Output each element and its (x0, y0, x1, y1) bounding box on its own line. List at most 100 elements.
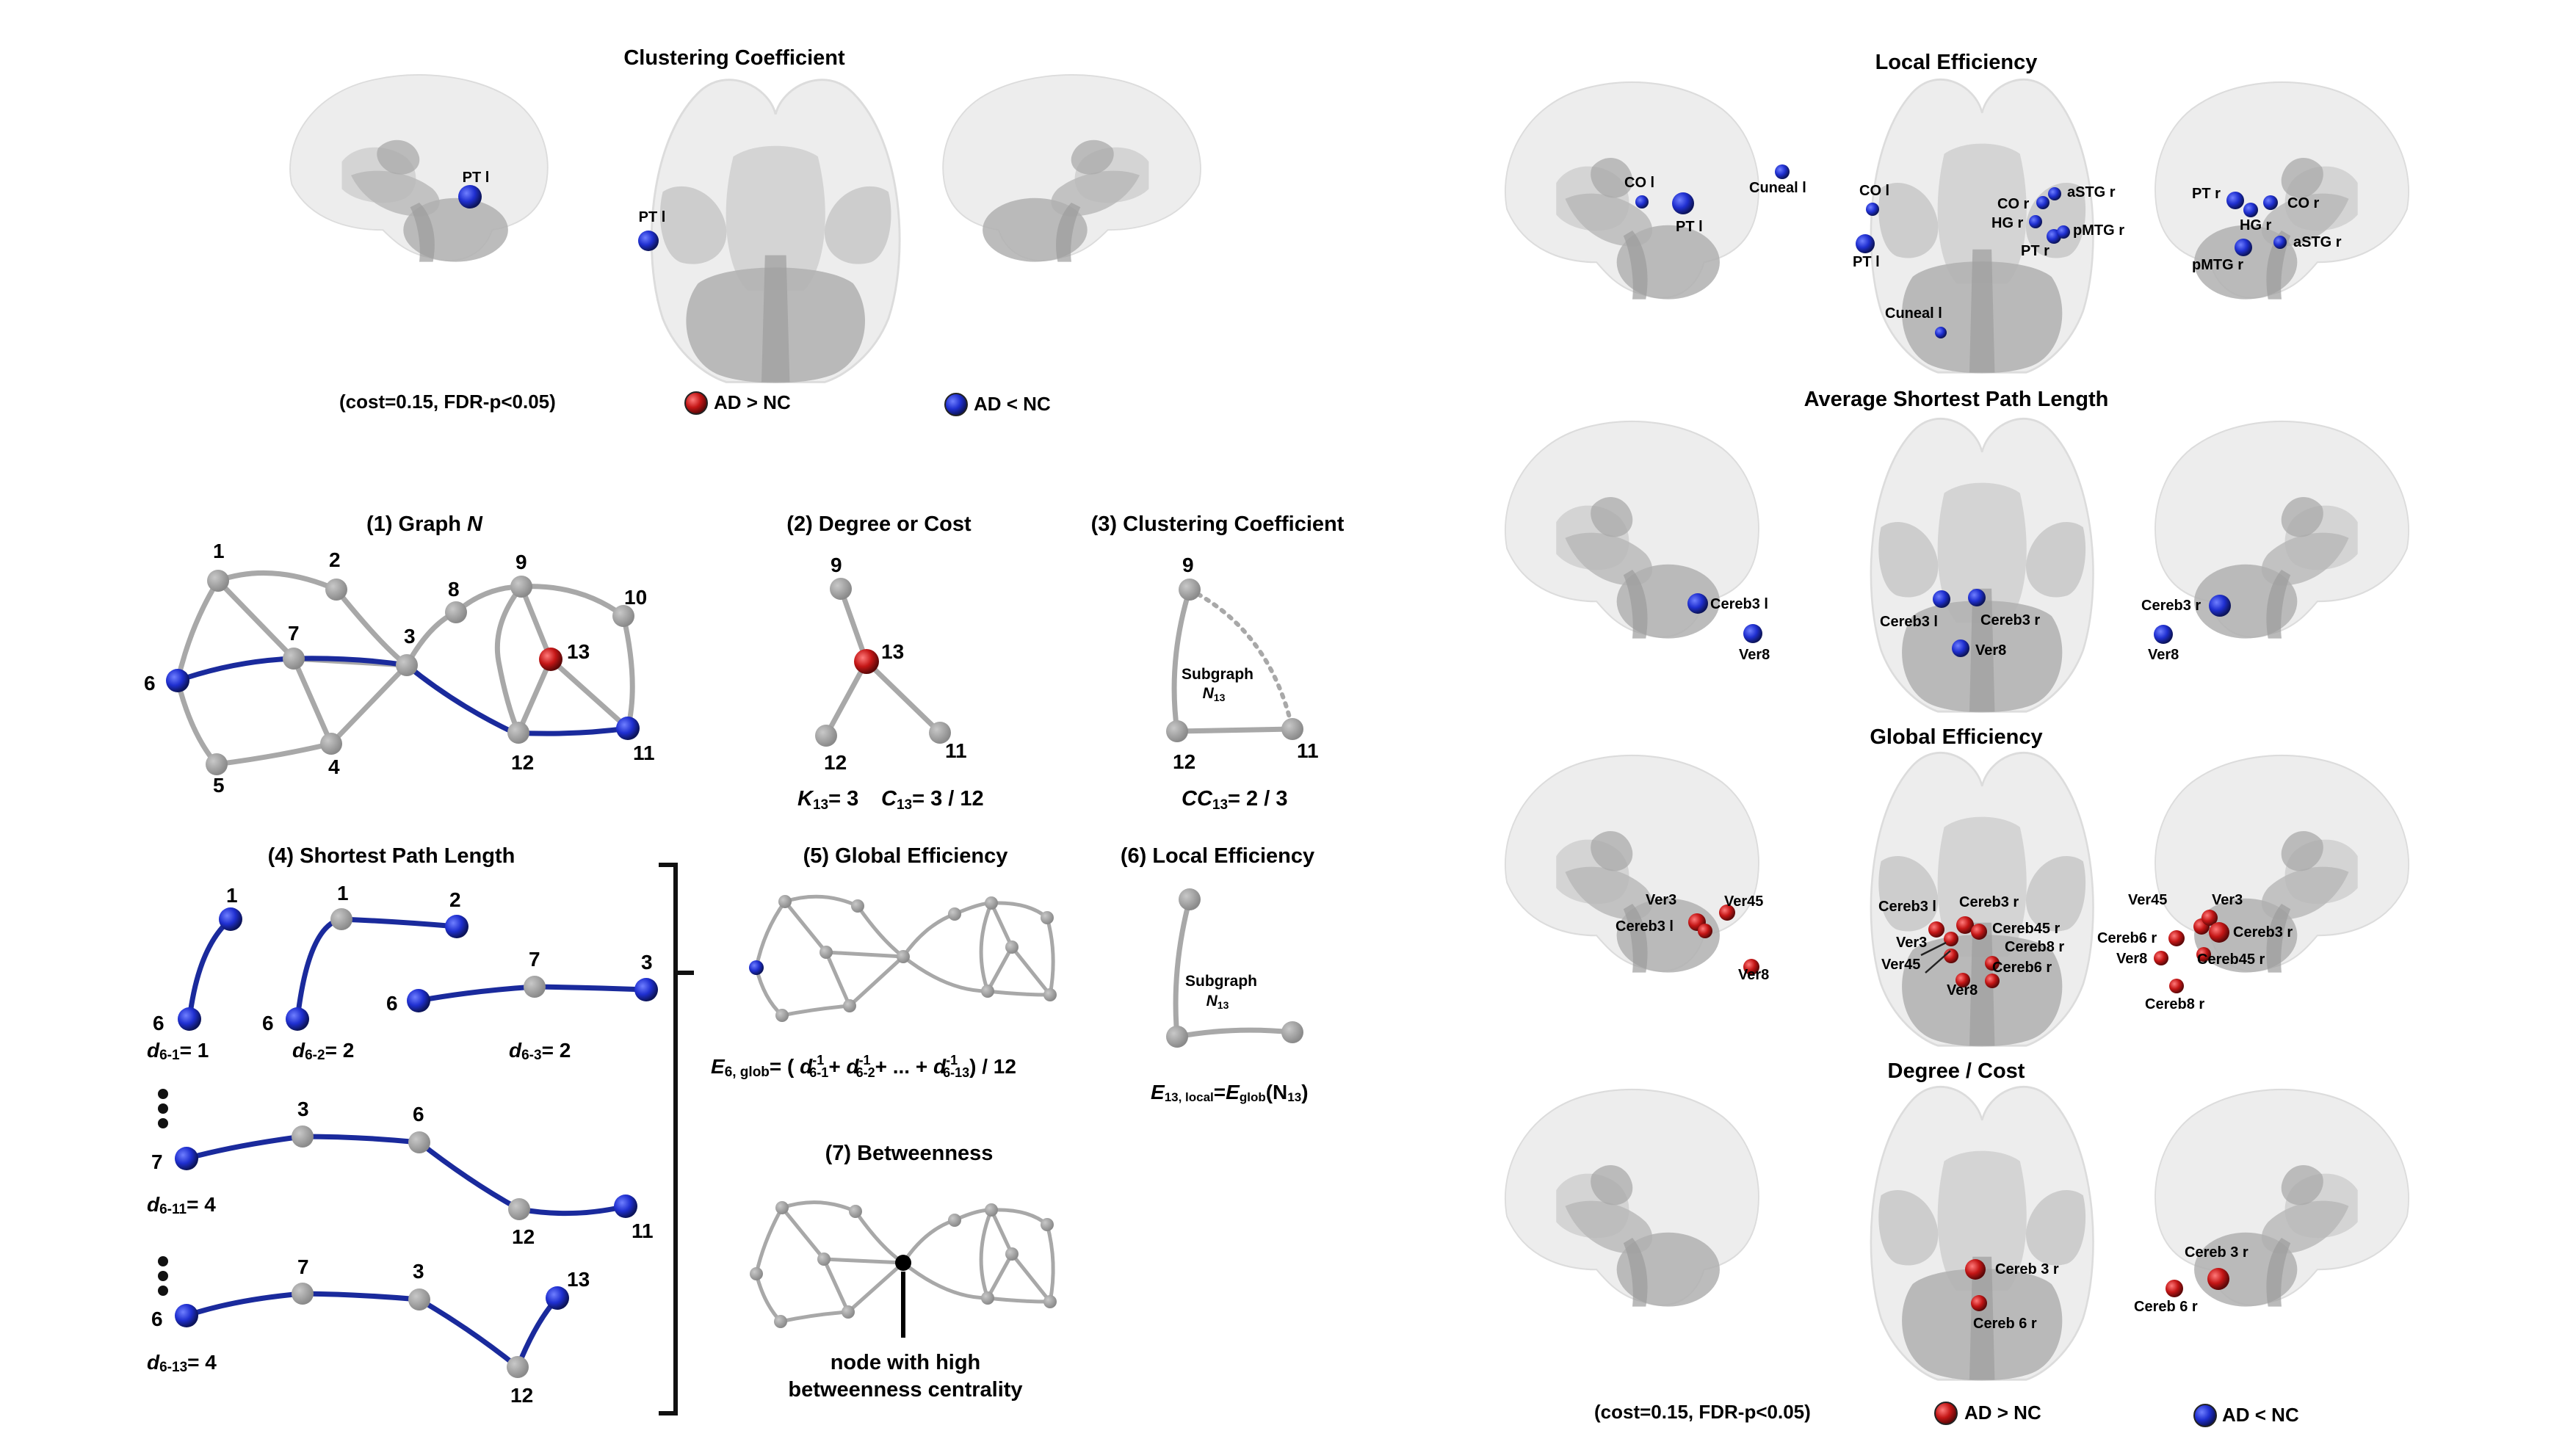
p2-node-13 (854, 649, 879, 674)
p1-label: 2 (329, 548, 341, 571)
p2-c-formula: C13= 3 / 12 (881, 787, 984, 813)
p4-node (219, 907, 242, 931)
p6-formula: E13, local=Eglob(N13) (1151, 1081, 1309, 1104)
aspl-label: Cereb3 l (1880, 614, 1938, 630)
ge-title: Global Efficiency (1870, 725, 2042, 749)
p4-node (507, 1356, 529, 1378)
p4-d-6-3: d6-3= 2 (509, 1039, 571, 1063)
p4-d-6-13: d6-13= 4 (147, 1351, 217, 1375)
p1-node-3 (396, 654, 418, 676)
p2-edge (838, 586, 869, 664)
p4-ellipsis-2 (158, 1256, 168, 1296)
aspl-label: Ver8 (2148, 647, 2179, 663)
p3-label: 12 (1173, 750, 1195, 773)
p1-label: 13 (567, 640, 590, 663)
p7-node (817, 1253, 831, 1266)
p2-label: 12 (824, 751, 847, 774)
ge-node (1944, 949, 1958, 963)
p2-edge (823, 659, 869, 739)
le-label: Cuneal l (1885, 305, 1942, 322)
p4-label: 12 (512, 1225, 535, 1248)
p7-nodes (750, 1201, 1057, 1328)
p4-label: 6 (262, 1012, 274, 1034)
p1-node-2 (325, 579, 347, 601)
le-label: CO l (1624, 175, 1654, 191)
ge-leader-lines (1920, 941, 1951, 974)
p3-label: 9 (1182, 554, 1194, 576)
p4-node (292, 1283, 314, 1305)
p4-node-labels: 1 6 1 2 6 7 3 6 7 3 6 12 11 7 3 6 12 13 (151, 882, 654, 1407)
aspl-brain-coronal (1870, 417, 2094, 714)
ellipsis-dot (158, 1271, 168, 1281)
ge-node (1956, 916, 1974, 934)
ge-node (1698, 924, 1712, 938)
cc-brain-lateral-left (289, 74, 549, 263)
ge-label: Cereb6 r (1992, 960, 2052, 976)
p2-edges (823, 586, 943, 739)
p1-title: (1) Graph N (366, 512, 483, 536)
p4-d-6-1: d6-1= 1 (147, 1039, 209, 1063)
p1-label: 7 (288, 622, 300, 645)
le-label: PT l (1676, 219, 1703, 235)
le-node (2263, 195, 2278, 210)
p7-node (1041, 1218, 1054, 1231)
ge-label: Cereb8 r (2145, 996, 2204, 1012)
p1-label: 12 (511, 751, 534, 774)
p7-hub-node (895, 1255, 911, 1271)
p4-node (508, 1198, 530, 1220)
dc-brain-lateral-right (2154, 1088, 2410, 1308)
cc-legend-blue-marker (944, 393, 968, 416)
p6-subgraph-n: N13 (1206, 993, 1229, 1011)
p7-node (775, 1201, 789, 1214)
p4-node (408, 1131, 430, 1153)
p1-label: 6 (144, 672, 156, 695)
p6-edge-b (1174, 1027, 1295, 1040)
p1-label: 9 (515, 551, 527, 573)
p4-label: 7 (151, 1150, 163, 1173)
ge-label: Cereb3 l (1878, 899, 1936, 915)
ge-label: Ver3 (1896, 935, 1927, 951)
p4-path-6-2 (294, 916, 460, 1022)
p4-label: 7 (297, 1255, 309, 1278)
p5-node (843, 999, 856, 1012)
p4-ellipsis-1 (158, 1089, 168, 1128)
dc-label: Cereb 6 r (2134, 1299, 2198, 1315)
ge-label: Cereb8 r (2005, 939, 2064, 955)
p4-label: 13 (567, 1268, 590, 1291)
p1-node-9 (510, 576, 532, 598)
p4-label: 7 (529, 948, 540, 971)
cc-legend-red-marker (684, 391, 708, 415)
p4-label: 6 (386, 992, 398, 1015)
p5-node (897, 950, 910, 963)
ellipsis-dot (158, 1118, 168, 1128)
p2-k-formula: K13= 3 (797, 787, 858, 813)
ellipsis-dot (158, 1103, 168, 1114)
p1-label: 8 (448, 578, 460, 601)
p2-node-11 (929, 722, 951, 744)
aspl-node (1952, 639, 1969, 657)
le-nodes (1635, 164, 2287, 338)
p3-subgraph-label: Subgraph (1182, 666, 1253, 683)
aspl-node (2209, 595, 2231, 617)
aspl-label: Cereb3 r (1980, 612, 2040, 628)
p4-node (634, 978, 658, 1001)
ge-node (2154, 951, 2168, 965)
le-node (1856, 234, 1875, 253)
p5-node (775, 1009, 789, 1022)
p1-node-11 (616, 717, 640, 740)
p1-label: 3 (404, 625, 416, 648)
cc-label-pt-l-2: PT l (639, 209, 666, 225)
p1-node-10 (612, 605, 634, 627)
dc-node (2207, 1268, 2229, 1290)
ge-nodes (1688, 905, 2229, 993)
aspl-node (1968, 589, 1986, 606)
dc-label: Cereb 3 r (2185, 1244, 2248, 1261)
p4-label: 1 (226, 884, 238, 907)
le-label: CO r (1997, 196, 2030, 212)
p4-node (614, 1195, 637, 1218)
le-label: Cuneal l (1749, 180, 1806, 196)
p7-node (948, 1214, 961, 1227)
ge-node (1985, 974, 2000, 988)
